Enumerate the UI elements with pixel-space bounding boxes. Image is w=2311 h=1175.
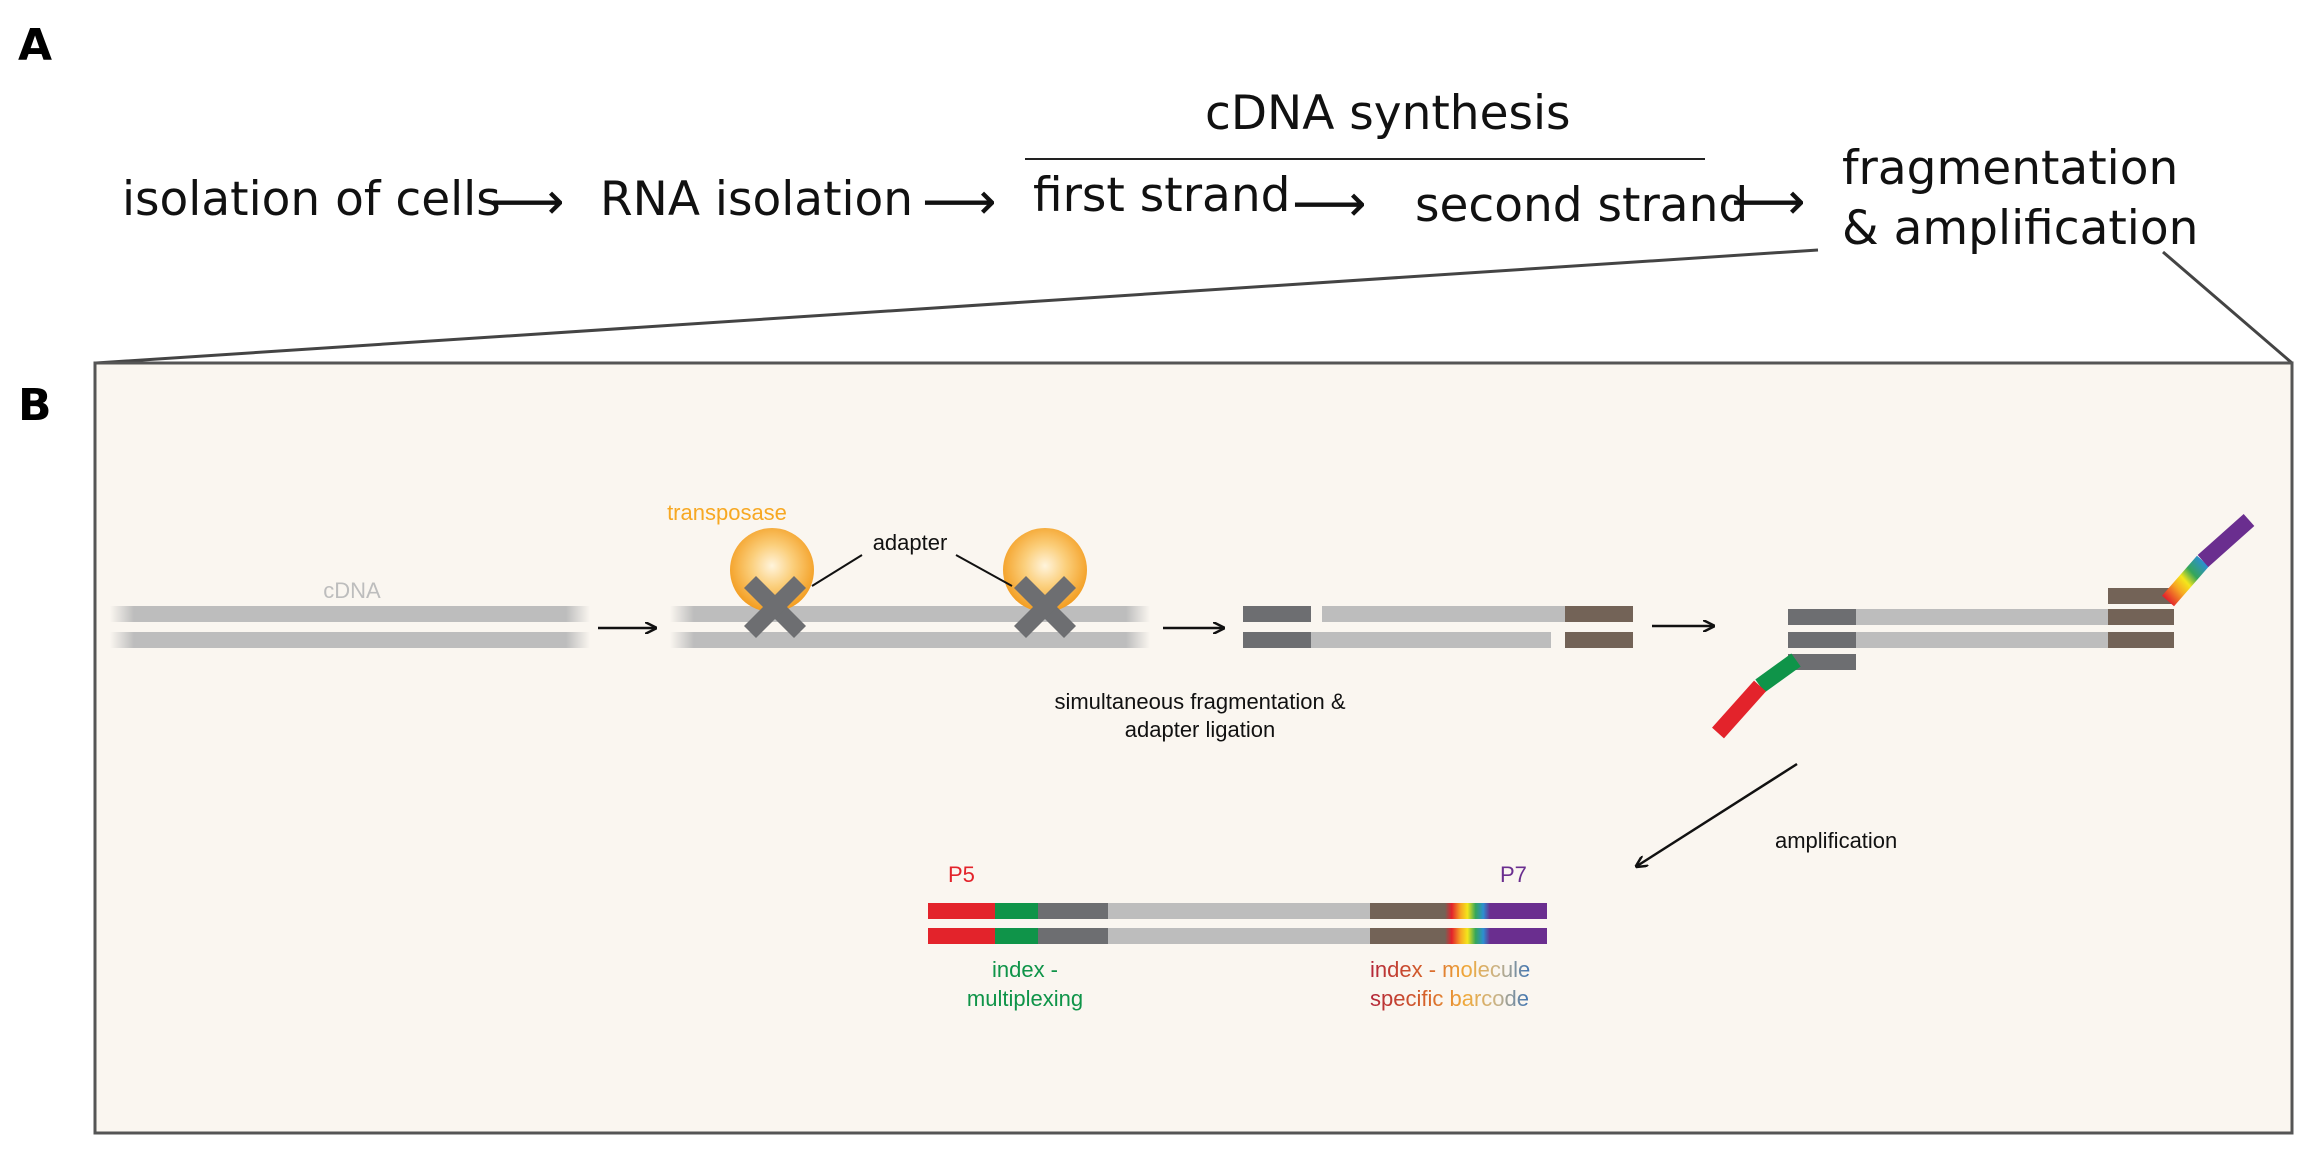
flow-arrow-2: ⟶ — [922, 172, 997, 232]
zoom-line-left — [95, 248, 1819, 365]
fragmentation-caption-line1: simultaneous fragmentation & — [1054, 689, 1345, 714]
fragment-with-primers — [1712, 514, 2255, 739]
p5-label: P5 — [948, 862, 975, 887]
step-fragmentation: fragmentation — [1842, 141, 2179, 196]
adapter-pointer-left — [811, 554, 863, 587]
step-isolation-of-cells: isolation of cells — [122, 172, 501, 227]
panel-b-label: B — [18, 380, 52, 431]
panel-a-label: A — [18, 20, 53, 71]
step-amplification: & amplification — [1842, 201, 2199, 256]
amplification-label: amplification — [1775, 828, 1897, 853]
fragment-with-adapters — [1243, 606, 1633, 648]
fragmentation-caption-line2: adapter ligation — [1125, 717, 1275, 742]
p7-label: P7 — [1500, 862, 1527, 887]
index-multiplexing-line2: multiplexing — [967, 986, 1083, 1011]
index-molecule-line2: specific barcode — [1370, 986, 1529, 1011]
cdna-label: cDNA — [323, 578, 381, 603]
cdna-double-strand — [110, 606, 590, 648]
zoom-line-right — [2162, 250, 2293, 365]
flow-arrow-3: ⟶ — [1292, 174, 1367, 234]
transposase-label: transposase — [667, 500, 787, 525]
final-library-construct — [928, 903, 1547, 944]
step-first-strand: first strand — [1033, 168, 1291, 223]
flow-arrow-1: ⟶ — [490, 172, 565, 232]
amplification-arrow — [1637, 762, 1798, 866]
step-rna-isolation: RNA isolation — [600, 172, 914, 227]
adapter-label: adapter — [873, 530, 948, 555]
index-molecule-line1: index - molecule — [1370, 957, 1530, 982]
cdna-synthesis-group-label: cDNA synthesis — [1205, 86, 1571, 141]
index-multiplexing-line1: index - — [992, 957, 1058, 982]
adapter-pointer-right — [955, 554, 1013, 587]
step-second-strand: second strand — [1415, 178, 1749, 233]
panel-b-box — [93, 361, 2294, 1135]
adapter-cross-right — [1013, 575, 1077, 639]
adapter-cross-left — [743, 575, 807, 639]
flow-arrow-4: ⟶ — [1731, 172, 1806, 232]
cdna-synthesis-bracket-line — [1025, 158, 1705, 160]
